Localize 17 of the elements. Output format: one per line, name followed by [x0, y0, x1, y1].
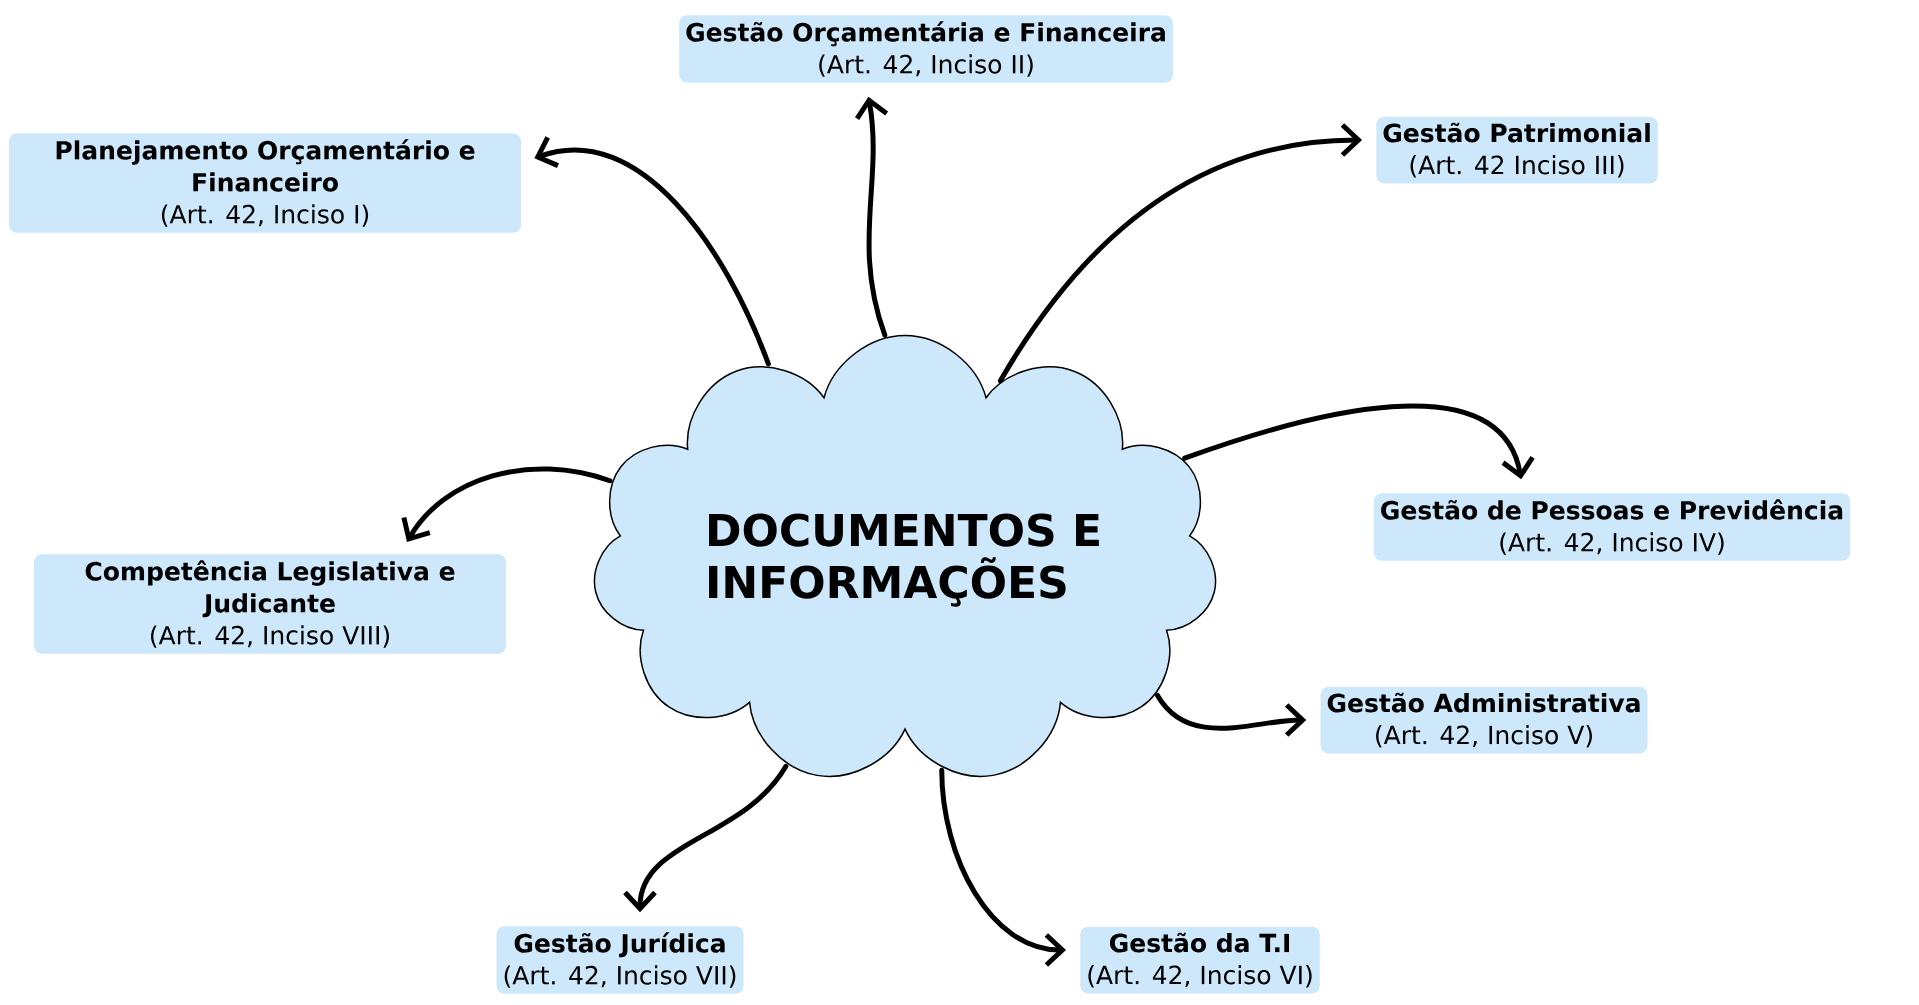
curved-arrow [997, 123, 1363, 384]
topic-box: Gestão Jurídica (Art. 42, Inciso VII) [496, 926, 744, 994]
curved-arrow [1182, 403, 1535, 480]
curved-arrow [401, 466, 613, 543]
topic-box: Gestão da T.I (Art. 42, Inciso VI) [1080, 926, 1320, 994]
curved-arrow [939, 767, 1066, 967]
topic-box: Gestão Orçamentária e Financeira (Art. 42, Inciso II) [679, 15, 1173, 83]
topic-box: Gestão Administrativa (Art. 42, Inciso V) [1320, 686, 1648, 754]
topic-box: Gestão Patrimonial (Art. 42 Inciso III) [1376, 116, 1658, 184]
cloud: DOCUMENTOS E INFORMAÇÕES [593, 334, 1217, 778]
curved-arrow [1155, 692, 1307, 737]
curved-arrow [534, 136, 771, 367]
topic-box: Gestão de Pessoas e Previdência (Art. 42, Inciso IV) [1373, 493, 1851, 561]
topic-box: Competência Legislativa e Judicante (Art. 42, Inciso VIII) [34, 554, 506, 654]
curved-arrow [623, 763, 789, 913]
topic-box: Planejamento Orçamentário e Financeiro (Art. 42, Inciso I) [9, 133, 521, 233]
curved-arrow [855, 96, 889, 338]
